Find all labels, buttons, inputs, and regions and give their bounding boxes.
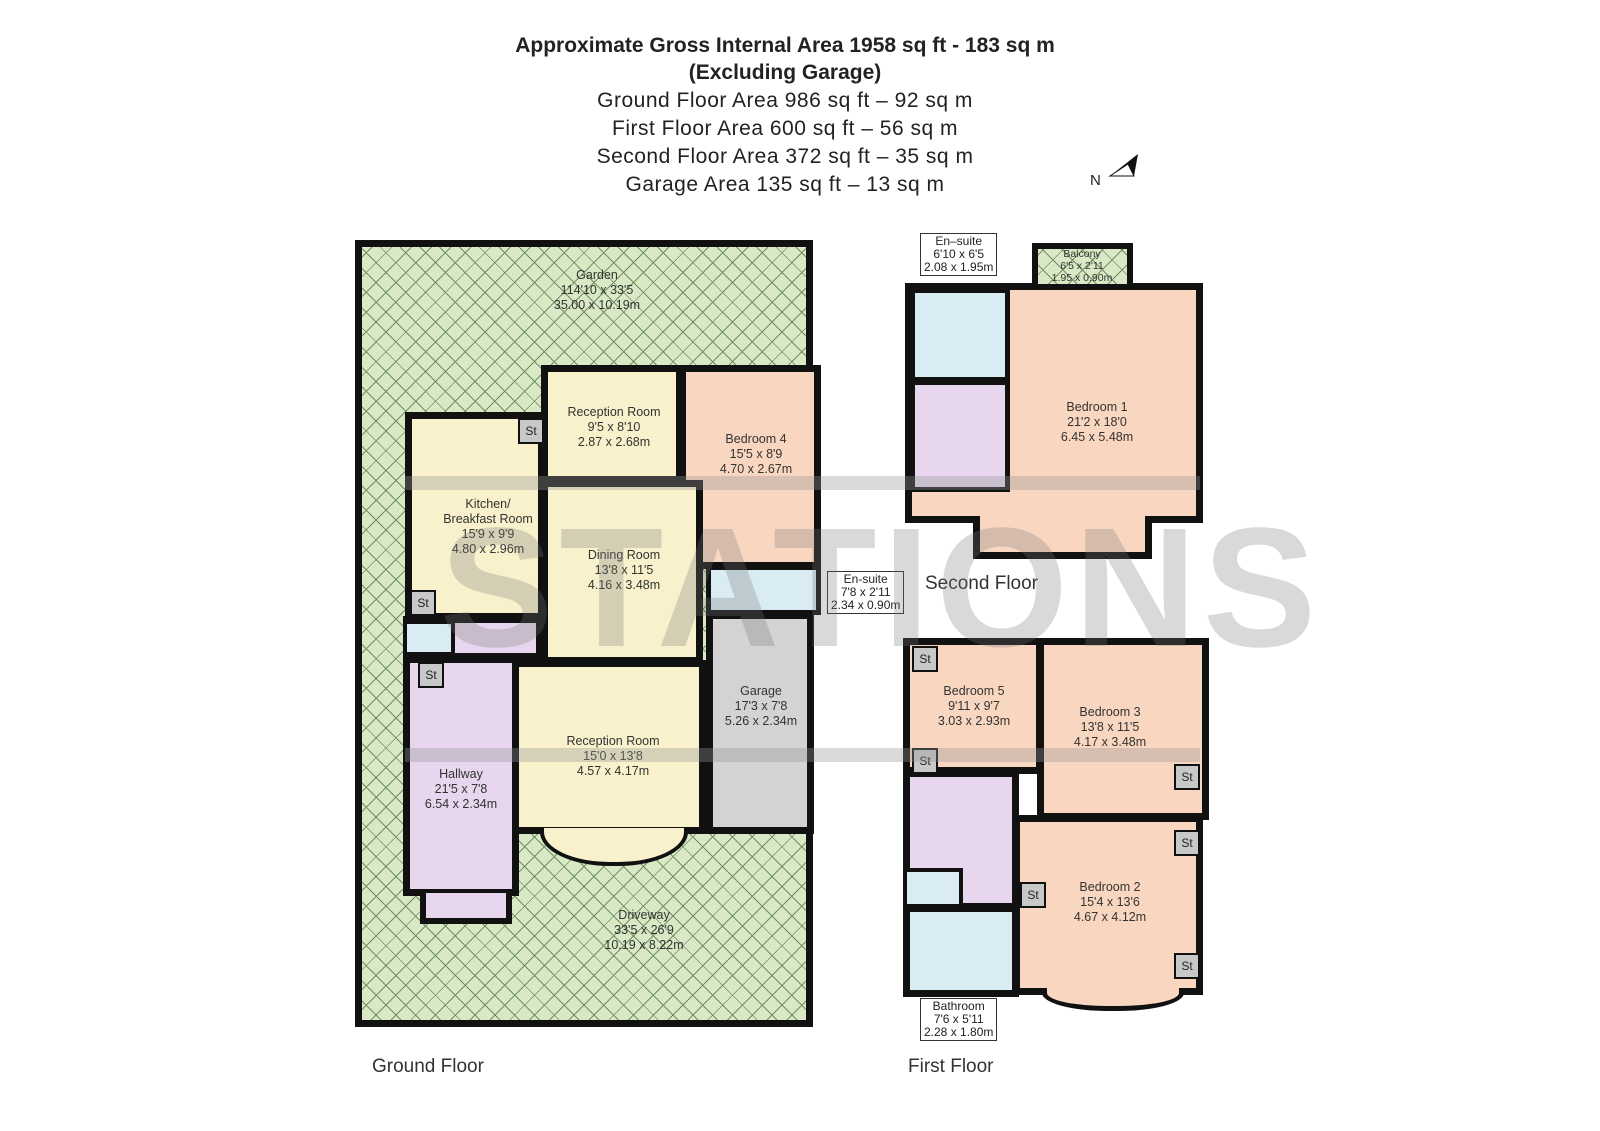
first-wc xyxy=(903,868,963,908)
storage-cupboard: St xyxy=(518,418,544,444)
second-floor-label: Second Floor xyxy=(925,573,1039,594)
storage-cupboard: St xyxy=(912,646,938,672)
garage xyxy=(706,612,814,834)
excluding-garage-note: (Excluding Garage) xyxy=(688,61,882,84)
entrance-porch xyxy=(420,893,512,924)
watermark-band xyxy=(405,748,1200,762)
bedroom-2-bay xyxy=(1042,988,1184,1011)
storage-cupboard: St xyxy=(418,662,444,688)
garage-area: Garage Area 135 sq ft – 13 sq m xyxy=(625,173,945,196)
storage-cupboard: St xyxy=(1174,830,1200,856)
cloakroom-wc xyxy=(403,620,455,656)
total-area-title: Approximate Gross Internal Area 1958 sq … xyxy=(515,34,1055,57)
storage-cupboard: St xyxy=(912,748,938,774)
storage-cupboard: St xyxy=(1020,882,1046,908)
storage-cupboard: St xyxy=(1174,953,1200,979)
ground-floor-label: Ground Floor xyxy=(372,1056,484,1077)
stations-watermark: STATIONS xyxy=(440,493,1323,683)
dining-room xyxy=(541,480,703,664)
north-label: N xyxy=(1090,172,1101,189)
second-ensuite xyxy=(910,288,1010,382)
first-floor-label: First Floor xyxy=(908,1056,994,1077)
second-floor-area: Second Floor Area 372 sq ft – 35 sq m xyxy=(596,145,974,168)
bedroom-1-dormer xyxy=(973,516,1152,559)
storage-cupboard: St xyxy=(410,590,436,616)
ground-floor-area: Ground Floor Area 986 sq ft – 92 sq m xyxy=(597,89,973,112)
bathroom xyxy=(903,905,1019,997)
balcony xyxy=(1032,243,1133,290)
north-compass: N xyxy=(1088,150,1143,195)
second-stairs xyxy=(910,380,1010,492)
storage-cupboard: St xyxy=(1174,764,1200,790)
north-arrow-icon xyxy=(1108,154,1138,177)
kitchen xyxy=(405,412,545,620)
hallway xyxy=(403,656,519,896)
first-floor-area: First Floor Area 600 sq ft – 56 sq m xyxy=(612,117,958,140)
watermark-band xyxy=(405,476,1200,490)
